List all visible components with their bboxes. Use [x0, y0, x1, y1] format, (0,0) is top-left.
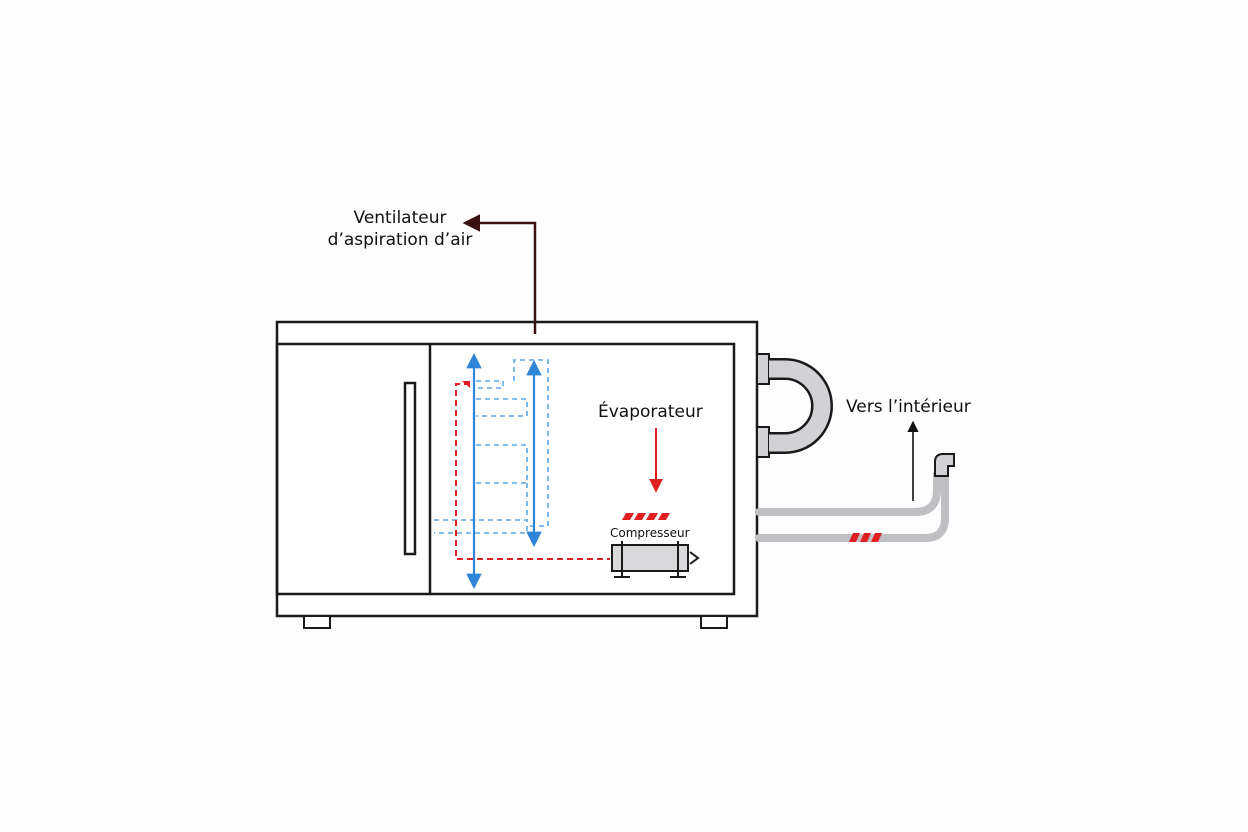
cabinet-inner: [275, 342, 736, 596]
fan-label-line2: d’aspiration d’air: [327, 230, 473, 250]
fan-arrow: [462, 214, 537, 334]
refrigerant-tip: [462, 381, 470, 388]
interior-label: Vers l’intérieur: [846, 397, 971, 417]
hose-stripes: [849, 533, 882, 542]
foot-right: [700, 615, 728, 629]
evaporator-label: Évaporateur: [598, 402, 703, 422]
cabinet: [275, 320, 759, 629]
fan-label: Ventilateur d’aspiration d’air: [300, 207, 500, 251]
hose-elbow: [934, 453, 955, 477]
compressor: [611, 541, 700, 578]
refrigerant-line: [455, 383, 610, 560]
door-handle: [403, 381, 417, 556]
fan-label-line1: Ventilateur: [353, 208, 447, 228]
compressor-label: Compresseur: [610, 526, 690, 540]
hose: [755, 470, 949, 542]
heat-stripes: [622, 513, 670, 520]
foot-left: [303, 615, 331, 629]
u-pipe: [756, 353, 833, 458]
